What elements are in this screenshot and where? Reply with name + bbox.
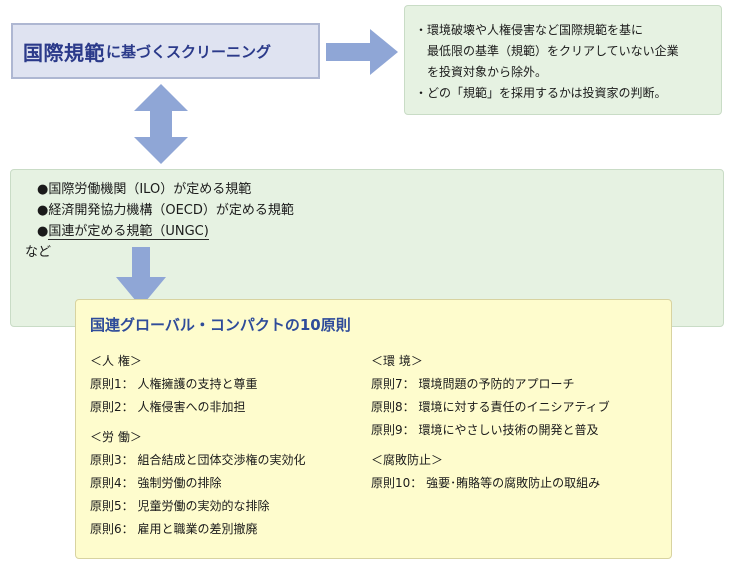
section-heading-labour: ＜労 働＞ — [90, 430, 142, 444]
principle-label: 原則4： — [90, 476, 134, 490]
title-suffix: に基づくスクリーニング — [106, 42, 272, 61]
norm-text: 経済開発協力機構（OECD）が定める規範 — [48, 203, 294, 218]
note-text: 最低限の基準（規範）をクリアしていない企業 — [427, 44, 679, 58]
principle-label: 原則7： — [371, 377, 415, 391]
note-bullet: ・ — [415, 23, 428, 37]
ungc-title: 国連グローバル・コンパクトの10原則 — [90, 316, 351, 334]
principle-item: 原則2： 人権侵害への非加担 — [90, 396, 305, 419]
principle-item: 原則4： 強制労働の排除 — [90, 472, 305, 495]
principle-item: 原則8： 環境に対する責任のイニシアティブ — [371, 396, 610, 419]
ungc-principles-box: 国連グローバル・コンパクトの10原則 ＜人 権＞ 原則1： 人権擁護の支持と尊重… — [75, 299, 672, 559]
principle-label: 原則10： — [371, 476, 423, 490]
norm-item: ●国連が定める規範（UNGC) — [37, 221, 723, 242]
note-line: 最低限の基準（規範）をクリアしていない企業 — [415, 41, 713, 62]
down-arrow — [116, 247, 166, 307]
principle-label: 原則5： — [90, 499, 134, 513]
note-line: ・ 環境破壊や人権侵害など国際規範を基に — [415, 20, 713, 41]
note-text: を投資対象から除外。 — [427, 65, 548, 79]
principles-left-column: ＜人 権＞ 原則1： 人権擁護の支持と尊重 原則2： 人権侵害への非加担 ＜労 … — [90, 350, 305, 541]
principle-label: 原則8： — [371, 400, 415, 414]
note-line: を投資対象から除外。 — [415, 62, 713, 83]
section-heading-environment: ＜環 境＞ — [371, 354, 423, 368]
screening-title-box: 国際規範 に基づくスクリーニング — [11, 23, 320, 79]
norm-bullet: ● — [37, 182, 49, 197]
principle-label: 原則3： — [90, 453, 134, 467]
principle-text: 人権侵害への非加担 — [137, 400, 246, 414]
norm-text-underlined: 国連が定める規範（UNGC) — [48, 224, 209, 240]
double-vertical-arrow — [134, 84, 188, 164]
screening-description-box: ・ 環境破壊や人権侵害など国際規範を基に 最低限の基準（規範）をクリアしていない… — [404, 5, 722, 115]
norm-item: ●経済開発協力機構（OECD）が定める規範 — [37, 200, 723, 221]
principle-item: 原則10： 強要･賄賂等の腐敗防止の取組み — [371, 472, 610, 495]
note-bullet: ・ — [415, 86, 428, 100]
principle-text: 組合結成と団体交渉権の実効化 — [137, 453, 306, 467]
norm-bullet: ● — [37, 224, 49, 239]
principle-item: 原則9： 環境にやさしい技術の開発と普及 — [371, 419, 610, 442]
principle-item: 原則7： 環境問題の予防的アプローチ — [371, 373, 610, 396]
note-bullet — [415, 41, 427, 62]
principle-item: 原則3： 組合結成と団体交渉権の実効化 — [90, 449, 305, 472]
principle-text: 強要･賄賂等の腐敗防止の取組み — [426, 476, 601, 490]
principle-text: 強制労働の排除 — [137, 476, 222, 490]
principle-text: 環境問題の予防的アプローチ — [418, 377, 575, 391]
norm-text: 国際労働機関（ILO）が定める規範 — [48, 182, 252, 197]
norm-bullet: ● — [37, 203, 49, 218]
section-heading-human-rights: ＜人 権＞ — [90, 354, 142, 368]
principle-label: 原則9： — [371, 423, 415, 437]
principle-label: 原則1： — [90, 377, 134, 391]
title-keyword: 国際規範 — [23, 40, 105, 65]
note-line: ・ どの「規範」を採用するかは投資家の判断。 — [415, 83, 713, 104]
principle-label: 原則6： — [90, 522, 134, 536]
principle-text: 環境にやさしい技術の開発と普及 — [418, 423, 599, 437]
principle-text: 人権擁護の支持と尊重 — [137, 377, 258, 391]
principle-item: 原則5： 児童労働の実効的な排除 — [90, 495, 305, 518]
norm-item: ●国際労働機関（ILO）が定める規範 — [37, 179, 723, 200]
principle-text: 雇用と職業の差別撤廃 — [137, 522, 258, 536]
principle-label: 原則2： — [90, 400, 134, 414]
principles-right-column: ＜環 境＞ 原則7： 環境問題の予防的アプローチ 原則8： 環境に対する責任のイ… — [371, 350, 610, 495]
note-text: 環境破壊や人権侵害など国際規範を基に — [427, 23, 644, 37]
principle-item: 原則1： 人権擁護の支持と尊重 — [90, 373, 305, 396]
note-bullet — [415, 62, 427, 83]
principle-text: 環境に対する責任のイニシアティブ — [418, 400, 610, 414]
principle-item: 原則6： 雇用と職業の差別撤廃 — [90, 518, 305, 541]
note-text: どの「規範」を採用するかは投資家の判断。 — [427, 86, 667, 100]
section-heading-anti-corruption: ＜腐敗防止＞ — [371, 453, 444, 467]
norms-etc: など — [25, 245, 52, 260]
right-arrow — [326, 29, 398, 75]
principle-text: 児童労働の実効的な排除 — [137, 499, 270, 513]
